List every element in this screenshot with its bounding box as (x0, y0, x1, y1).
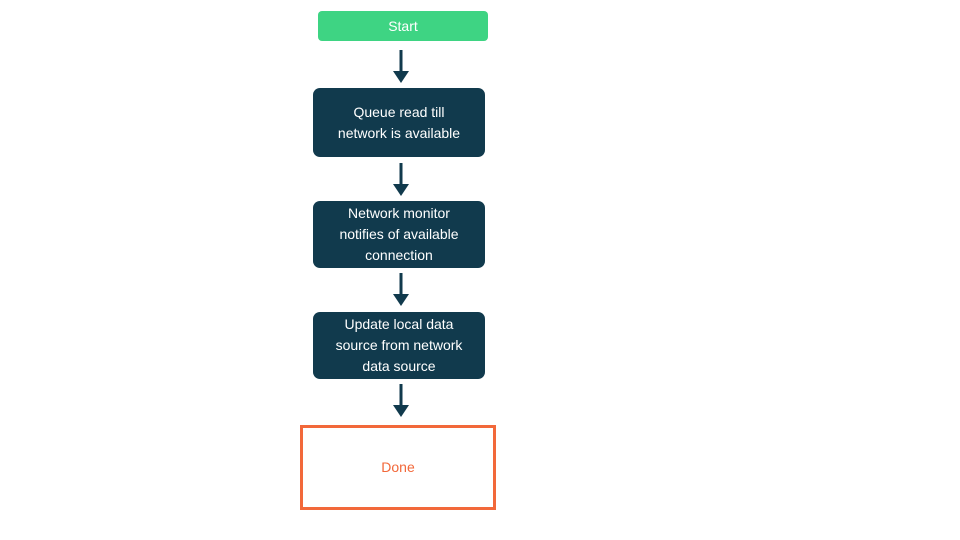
node-start-label: Start (388, 17, 418, 34)
arrow-down-icon (393, 273, 409, 306)
node-update-local-data-label: Update local data source from network da… (335, 316, 463, 374)
flowchart-node-done[interactable]: Done (300, 425, 496, 510)
arrow-down-icon (393, 50, 409, 83)
flowchart-node-queue-read[interactable]: Queue read till network is available (313, 88, 485, 157)
node-done-label: Done (381, 459, 415, 475)
node-queue-read-label: Queue read till network is available (337, 103, 461, 141)
node-network-monitor-label: Network monitor notifies of available co… (339, 205, 459, 263)
arrow-down-icon (393, 384, 409, 417)
flowchart-node-start[interactable]: Start (318, 11, 488, 41)
flowchart-node-network-monitor[interactable]: Network monitor notifies of available co… (313, 201, 485, 268)
flowchart-node-update-local-data[interactable]: Update local data source from network da… (313, 312, 485, 379)
arrow-down-icon (393, 163, 409, 196)
